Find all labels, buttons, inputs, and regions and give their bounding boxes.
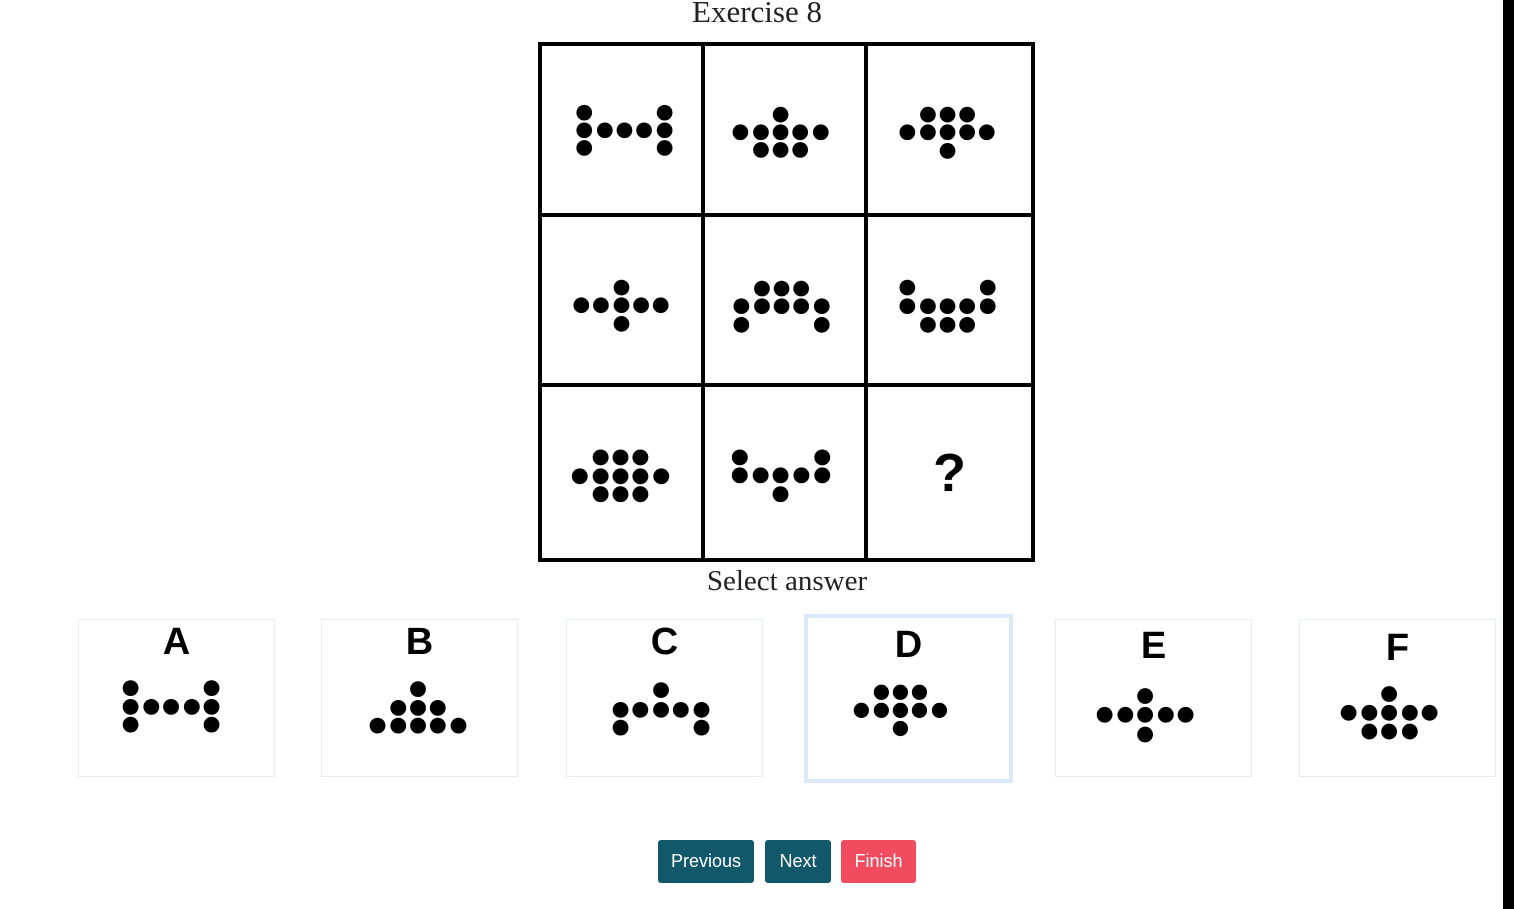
option-letter: C (650, 621, 679, 663)
option-letter: E (1140, 625, 1167, 667)
option-c[interactable]: C (566, 619, 763, 777)
matrix-cell-2-1 (542, 216, 705, 388)
option-d[interactable]: D (804, 614, 1013, 783)
option-b[interactable]: B (321, 619, 518, 777)
finish-button[interactable]: Finish (841, 840, 916, 883)
dots-e-figure (1096, 688, 1194, 743)
puzzle-matrix: ? (538, 42, 1035, 562)
window-edge (1503, 0, 1514, 909)
matrix-cell-1-3 (868, 46, 1031, 217)
option-letter: F (1385, 627, 1410, 669)
dots-f-figure (1340, 686, 1438, 740)
option-letter: A (162, 621, 191, 663)
option-letter: D (894, 624, 923, 666)
option-e[interactable]: E (1055, 619, 1252, 777)
dots-a-figure (122, 680, 220, 733)
select-answer-label: Select answer (706, 565, 868, 597)
dots-d-figure (853, 684, 948, 737)
matrix-cell-2-2 (705, 216, 868, 388)
matrix-cell-3-2 (705, 387, 868, 558)
option-a[interactable]: A (78, 619, 275, 777)
dots-c-figure (612, 682, 710, 736)
matrix-cell-3-1 (542, 387, 705, 558)
previous-button[interactable]: Previous (658, 840, 754, 883)
matrix-cell-1-2 (705, 46, 868, 217)
matrix-cell-2-3 (868, 217, 1031, 388)
dots-b-figure (369, 681, 467, 734)
exercise-title: Exercise 8 (692, 0, 822, 29)
option-f[interactable]: F (1299, 619, 1496, 777)
matrix-cell-1-1 (542, 46, 705, 217)
matrix-cell-3-3-missing: ? (868, 387, 1031, 558)
next-button[interactable]: Next (765, 840, 831, 883)
question-mark: ? (933, 442, 966, 503)
option-letter: B (405, 621, 434, 663)
